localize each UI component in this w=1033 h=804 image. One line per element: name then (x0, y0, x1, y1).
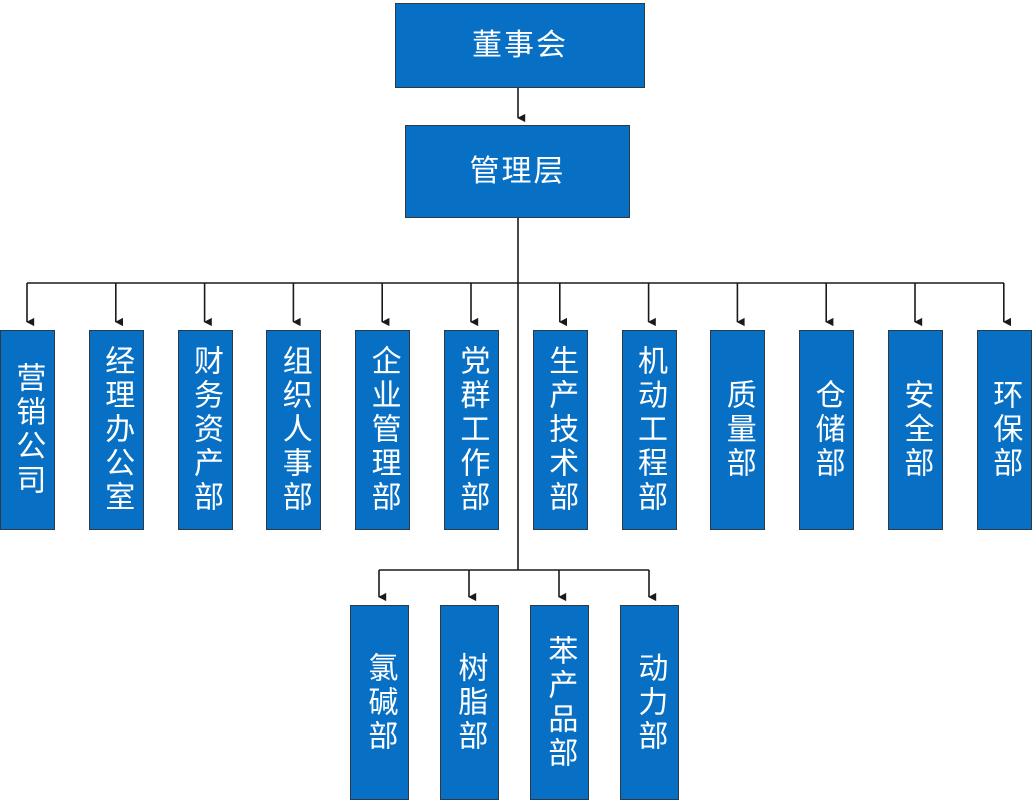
node-department[interactable]: 环保部 (976, 330, 1032, 530)
node-production-unit-label: 动力部 (633, 651, 667, 754)
node-department[interactable]: 营销公司 (0, 330, 55, 530)
node-production-unit[interactable]: 氯碱部 (350, 605, 409, 800)
node-department[interactable]: 仓储部 (799, 330, 855, 530)
node-production-unit[interactable]: 树脂部 (440, 605, 499, 800)
node-department[interactable]: 机动工程部 (621, 330, 677, 530)
node-production-unit-label: 树脂部 (453, 651, 487, 754)
node-production-unit[interactable]: 苯产品部 (530, 605, 589, 800)
node-department[interactable]: 企业管理部 (355, 330, 411, 530)
node-management[interactable]: 管理层 (405, 125, 630, 218)
node-department-label: 企业管理部 (366, 345, 400, 515)
node-department-label: 经理办公室 (100, 345, 134, 515)
node-department[interactable]: 生产技术部 (532, 330, 588, 530)
node-department-label: 财务资产部 (188, 345, 222, 515)
node-department-label: 机动工程部 (632, 345, 666, 515)
connector-production-drops (378, 570, 657, 602)
node-production-unit-label: 苯产品部 (543, 634, 577, 771)
node-department-label: 仓储部 (810, 379, 844, 481)
node-department-label: 安全部 (899, 379, 933, 481)
node-department[interactable]: 安全部 (888, 330, 943, 530)
node-department-label: 环保部 (988, 379, 1022, 481)
node-department-label: 组织人事部 (277, 345, 311, 515)
connector-department-drops (26, 283, 1011, 327)
node-department[interactable]: 财务资产部 (177, 330, 233, 530)
node-department[interactable]: 经理办公室 (88, 330, 144, 530)
node-department-label: 营销公司 (11, 362, 45, 498)
node-department-label: 质量部 (721, 379, 755, 481)
node-board[interactable]: 董事会 (395, 3, 645, 88)
node-department[interactable]: 组织人事部 (266, 330, 322, 530)
node-department-label: 生产技术部 (544, 345, 578, 515)
node-production-unit-label: 氯碱部 (363, 651, 397, 754)
node-production-unit[interactable]: 动力部 (620, 605, 679, 800)
node-department[interactable]: 党群工作部 (444, 330, 499, 530)
node-department-label: 党群工作部 (455, 345, 489, 515)
node-department[interactable]: 质量部 (710, 330, 766, 530)
node-board-label: 董事会 (472, 29, 568, 62)
node-management-label: 管理层 (469, 155, 566, 188)
